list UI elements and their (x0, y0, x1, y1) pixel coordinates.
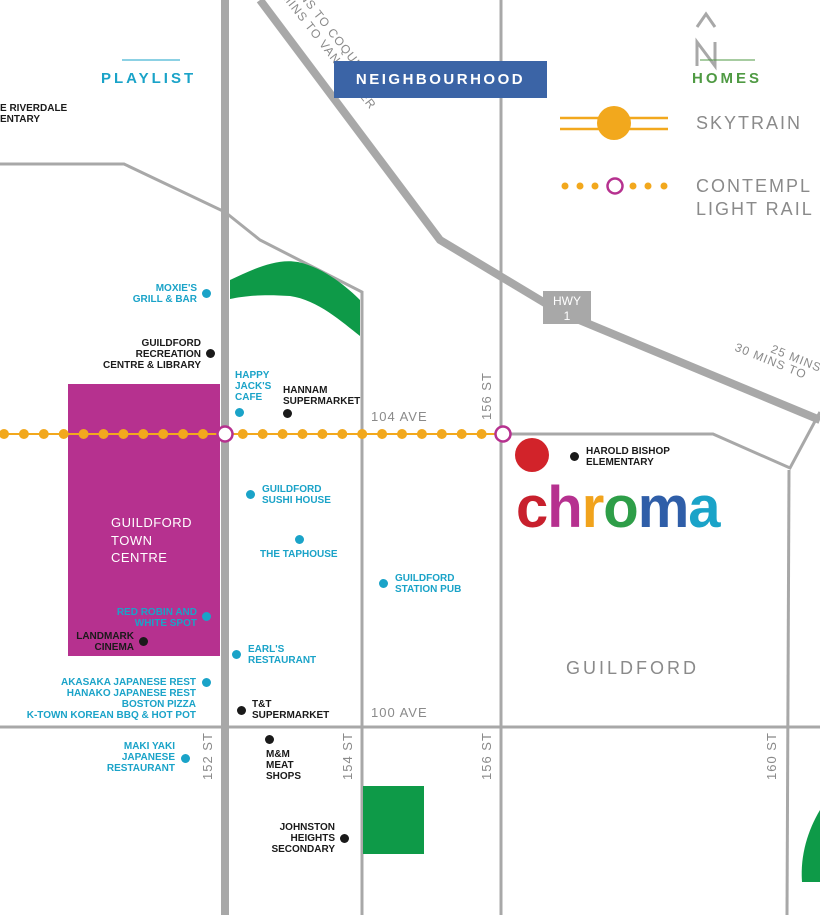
skytrain-dot (38, 429, 49, 439)
park-east (801, 810, 820, 882)
station-marker (494, 425, 512, 443)
poi-marker (379, 579, 388, 588)
road-label-104-ave: 104 AVE (371, 409, 428, 424)
poi-marker (202, 678, 211, 687)
skytrain-dot (198, 429, 208, 439)
skytrain-dot (158, 429, 169, 439)
legend-skytrain-symbol (560, 106, 668, 140)
site-marker (515, 438, 549, 472)
tab-neighbourhood[interactable]: NEIGHBOURHOOD (334, 61, 547, 98)
poi-marker (206, 349, 215, 358)
skytrain-dot (377, 429, 388, 439)
road-label-152-st: 152 ST (200, 732, 215, 780)
poi-marker (181, 754, 190, 763)
skytrain-dot (78, 429, 89, 439)
skytrain-dot (178, 429, 189, 439)
chroma-letter: r (581, 475, 605, 540)
poi-marker (202, 612, 211, 621)
legend-skytrain-label: SKYTRAIN (696, 113, 803, 133)
guildford-area-label: GUILDFORD (566, 658, 700, 678)
poi-marker (139, 637, 148, 646)
north-arrow-icon (695, 11, 717, 71)
skytrain-dot (476, 429, 487, 439)
poi-marker (232, 650, 241, 659)
skytrain-dot (357, 429, 368, 439)
legend-light-rail-label: CONTEMPL (696, 176, 813, 196)
poi-marker (202, 289, 211, 298)
skytrain-dot (436, 429, 447, 439)
poi-marker (237, 706, 246, 715)
hwy-number: 1 (564, 309, 571, 323)
route-annotation-east: 25 MINS 30 MINS TO (733, 340, 820, 382)
skytrain-dot (277, 429, 288, 439)
skytrain-dot (58, 429, 69, 439)
poi-marker (295, 535, 304, 544)
hwy-label: HWY (553, 294, 581, 308)
road-104ave-east (503, 411, 820, 470)
skytrain-dot (297, 429, 308, 439)
tab-playlist[interactable]: PLAYLIST (101, 70, 197, 87)
road-label-100-ave: 100 AVE (371, 705, 428, 720)
skytrain-dot (18, 429, 29, 439)
skytrain-dot (0, 429, 9, 439)
station-marker (216, 425, 234, 443)
skytrain-dot (337, 429, 348, 439)
hwy-sign (543, 291, 591, 324)
chroma-letter: h (547, 475, 582, 540)
poi-marker (265, 735, 274, 744)
skytrain-dot (98, 429, 109, 439)
poi-marker (246, 490, 255, 499)
tab-homes[interactable]: HOMES (692, 70, 763, 87)
poi-marker (283, 409, 292, 418)
legend-light-rail-label-2: LIGHT RAIL (696, 199, 814, 219)
poi-marker (570, 452, 579, 461)
road-label-160-st: 160 ST (764, 732, 779, 780)
skytrain-dot (317, 429, 328, 439)
skytrain-dot (118, 429, 129, 439)
legend-light-rail-symbol (561, 177, 668, 195)
park-north (230, 261, 360, 336)
chroma-logo: chroma (516, 473, 721, 543)
road-label-154-st: 154 ST (340, 732, 355, 780)
skytrain-dot (138, 429, 149, 439)
place-taphouse: THE TAPHOUSE (260, 549, 338, 560)
road-diagonal-north (256, 0, 820, 424)
skytrain-dot (416, 429, 427, 439)
chroma-letter: c (516, 475, 548, 540)
skytrain-line (0, 429, 495, 439)
skytrain-dot (237, 429, 248, 439)
road-label-156-st-north: 156 ST (479, 372, 494, 420)
poi-marker (235, 408, 244, 417)
road-160st (785, 469, 791, 915)
skytrain-dot (456, 429, 467, 439)
road-northwest (0, 162, 364, 915)
road-label-156-st-south: 156 ST (479, 732, 494, 780)
park-south (363, 786, 424, 854)
poi-marker (340, 834, 349, 843)
chroma-letter: o (603, 475, 638, 540)
skytrain-dot (397, 429, 407, 439)
chroma-letter: a (688, 475, 720, 540)
skytrain-dot (257, 429, 268, 439)
chroma-letter: m (637, 475, 690, 540)
